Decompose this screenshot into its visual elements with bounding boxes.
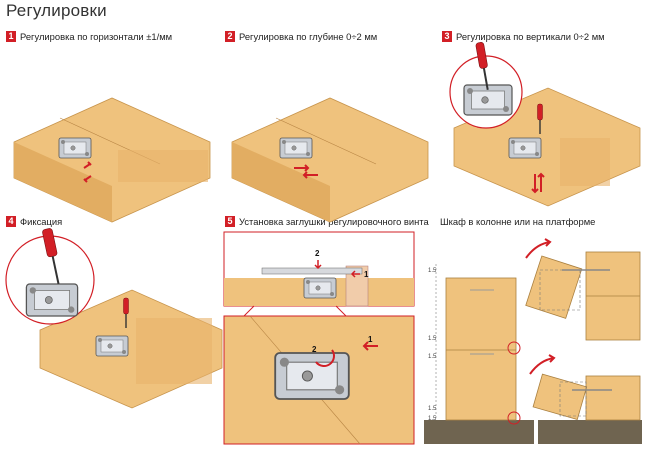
step-1-label: Регулировка по горизонтали ±1/мм	[20, 31, 173, 42]
step-1-illustration	[13, 97, 211, 223]
step-3-heading: 3 Регулировка по вертикали 0÷2 мм	[442, 31, 605, 42]
step5-callout-1-top: 1	[364, 270, 369, 279]
step-3-illustration	[449, 42, 641, 207]
step-3-number: 3	[442, 31, 452, 42]
step-3-label: Регулировка по вертикали 0÷2 мм	[456, 31, 605, 42]
step-2-heading: 2 Регулировка по глубине 0÷2 мм	[225, 31, 377, 42]
step-1-number: 1	[6, 31, 16, 42]
dim-label-1: 1.5	[428, 268, 437, 274]
page-title: Регулировки	[6, 1, 107, 20]
step-4-label: Фиксация	[20, 216, 63, 227]
step-5-illustration: 2 1 2 1	[223, 231, 415, 445]
step-2-number: 2	[225, 31, 235, 42]
step-4-heading: 4 Фиксация	[6, 216, 62, 227]
dim-label-4: 1.5	[428, 406, 437, 412]
step-2-label: Регулировка по глубине 0÷2 мм	[239, 31, 378, 42]
step-4-number: 4	[6, 216, 16, 227]
dim-label-2: 1.5	[428, 336, 437, 342]
step-2-illustration	[231, 97, 429, 223]
step-1-heading: 1 Регулировка по горизонтали ±1/мм	[6, 31, 172, 42]
cabinet-caption: Шкаф в колонне или на платформе	[440, 216, 596, 227]
dim-label-3: 1.5	[428, 354, 437, 360]
step5-callout-1-detail: 1	[368, 335, 373, 344]
dim-label-5: 1.5	[428, 416, 437, 422]
cabinet-illustration: 1.5 1.5 1.5 1.5 1.5	[424, 238, 642, 444]
step-5-heading: 5 Установка заглушки регулировочного вин…	[225, 216, 429, 227]
step5-callout-2-detail: 2	[312, 345, 317, 354]
step-5-label: Установка заглушки регулировочного винта	[239, 216, 429, 227]
step5-callout-2-top: 2	[315, 249, 320, 258]
step-5-number: 5	[225, 216, 235, 227]
step-4-illustration	[5, 228, 223, 409]
